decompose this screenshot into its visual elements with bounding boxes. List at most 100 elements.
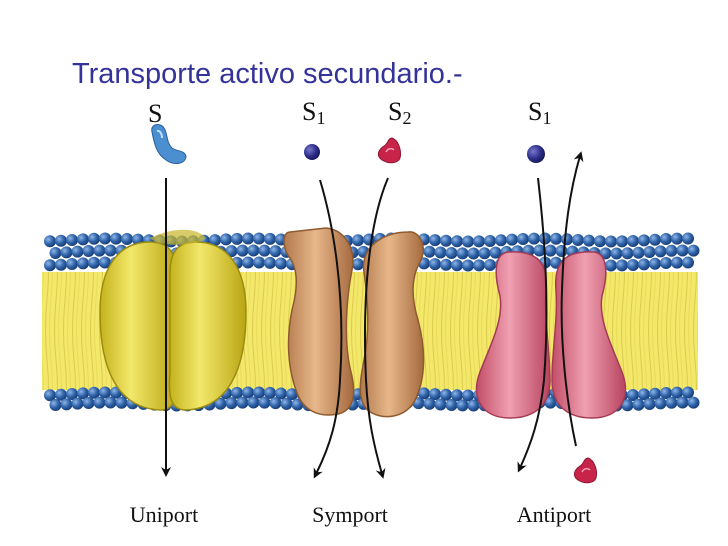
- phospholipid-head: [88, 257, 100, 269]
- phospholipid-head: [517, 233, 529, 245]
- phospholipid-head: [264, 257, 276, 269]
- phospholipid-head: [649, 234, 661, 246]
- phospholipid-head: [660, 233, 672, 245]
- phospholipid-head: [633, 247, 645, 259]
- phospholipid-head: [545, 245, 557, 257]
- phospholipid-head: [627, 259, 639, 271]
- symport-s2-base: S: [388, 97, 402, 126]
- phospholipid-head: [83, 245, 95, 257]
- phospholipid-head: [94, 245, 106, 257]
- phospholipid-head: [424, 246, 436, 258]
- uniport-protein: [100, 230, 246, 410]
- solute-s2-antiport-exit-icon: [574, 458, 596, 483]
- phospholipid-head: [473, 259, 485, 271]
- phospholipid-head: [352, 258, 364, 270]
- phospholipid-head: [484, 235, 496, 247]
- phospholipid-head: [561, 233, 573, 245]
- label-symport-solute-2: S2: [388, 97, 411, 128]
- phospholipid-head: [479, 247, 491, 259]
- phospholipid-head: [451, 235, 463, 247]
- solute-s2-icon: [378, 138, 400, 163]
- phospholipid-head: [259, 397, 271, 409]
- phospholipid-head: [55, 259, 67, 271]
- phospholipid-head: [121, 233, 133, 245]
- phospholipid-head: [66, 234, 78, 246]
- phospholipid-head: [44, 235, 56, 247]
- phospholipid-head: [61, 398, 73, 410]
- phospholipid-head: [682, 257, 694, 269]
- label-uniport: Uniport: [130, 502, 198, 527]
- phospholipid-head: [220, 233, 232, 245]
- phospholipid-head: [253, 233, 265, 245]
- symport-s1-sub: 1: [316, 108, 325, 128]
- antiport-s1-sub: 1: [542, 108, 551, 128]
- phospholipid-head: [550, 233, 562, 245]
- phospholipid-head: [50, 399, 62, 411]
- phospholipid-head: [457, 399, 469, 411]
- solute-s1-antiport-icon: [527, 145, 545, 163]
- phospholipid-head: [556, 245, 568, 257]
- phospholipid-head: [248, 245, 260, 257]
- phospholipid-head: [237, 397, 249, 409]
- phospholipid-head: [429, 258, 441, 270]
- phospholipid-head: [484, 259, 496, 271]
- phospholipid-head: [572, 234, 584, 246]
- phospholipid-head: [66, 258, 78, 270]
- phospholipid-head: [594, 235, 606, 247]
- phospholipid-head: [83, 397, 95, 409]
- phospholipid-head: [424, 398, 436, 410]
- phospholipid-head: [688, 397, 700, 409]
- label-antiport-solute-1: S1: [528, 97, 551, 128]
- phospholipid-head: [99, 233, 111, 245]
- phospholipid-head: [638, 258, 650, 270]
- phospholipid-head: [446, 247, 458, 259]
- phospholipid-head: [77, 233, 89, 245]
- phospholipid-head: [605, 259, 617, 271]
- phospholipid-head: [88, 233, 100, 245]
- phospholipid-head: [644, 398, 656, 410]
- phospholipid-head: [462, 235, 474, 247]
- antiport-s1-base: S: [528, 97, 542, 126]
- phospholipid-head: [677, 397, 689, 409]
- phospholipid-head: [462, 259, 474, 271]
- phospholipid-head: [622, 247, 634, 259]
- phospholipid-head: [506, 234, 518, 246]
- phospholipid-head: [429, 234, 441, 246]
- phospholipid-head: [50, 247, 62, 259]
- phospholipid-head: [231, 233, 243, 245]
- phospholipid-head: [446, 399, 458, 411]
- phospholipid-head: [627, 235, 639, 247]
- label-antiport: Antiport: [517, 502, 592, 527]
- phospholipid-head: [253, 257, 265, 269]
- phospholipid-head: [468, 399, 480, 411]
- phospholipid-head: [116, 397, 128, 409]
- phospholipid-head: [666, 397, 678, 409]
- phospholipid-head: [352, 234, 364, 246]
- solute-s1-icon: [304, 144, 320, 160]
- phospholipid-head: [270, 245, 282, 257]
- phospholipid-head: [226, 397, 238, 409]
- phospholipid-head: [688, 245, 700, 257]
- phospholipid-head: [682, 233, 694, 245]
- phospholipid-head: [666, 245, 678, 257]
- symport-s1-base: S: [302, 97, 316, 126]
- phospholipid-head: [616, 235, 628, 247]
- phospholipid-head: [270, 397, 282, 409]
- phospholipid-head: [528, 233, 540, 245]
- phospholipid-head: [94, 397, 106, 409]
- phospholipid-head: [264, 233, 276, 245]
- phospholipid-head: [633, 399, 645, 411]
- phospholipid-head: [72, 398, 84, 410]
- phospholipid-head: [61, 246, 73, 258]
- phospholipid-head: [539, 233, 551, 245]
- phospholipid-head: [435, 246, 447, 258]
- phospholipid-head: [110, 233, 122, 245]
- phospholipid-head: [605, 235, 617, 247]
- phospholipid-head: [440, 235, 452, 247]
- phospholipid-head: [259, 245, 271, 257]
- phospholipid-head: [655, 397, 667, 409]
- phospholipid-head: [105, 397, 117, 409]
- phospholipid-head: [457, 247, 469, 259]
- phospholipid-head: [495, 234, 507, 246]
- phospholipid-head: [655, 245, 667, 257]
